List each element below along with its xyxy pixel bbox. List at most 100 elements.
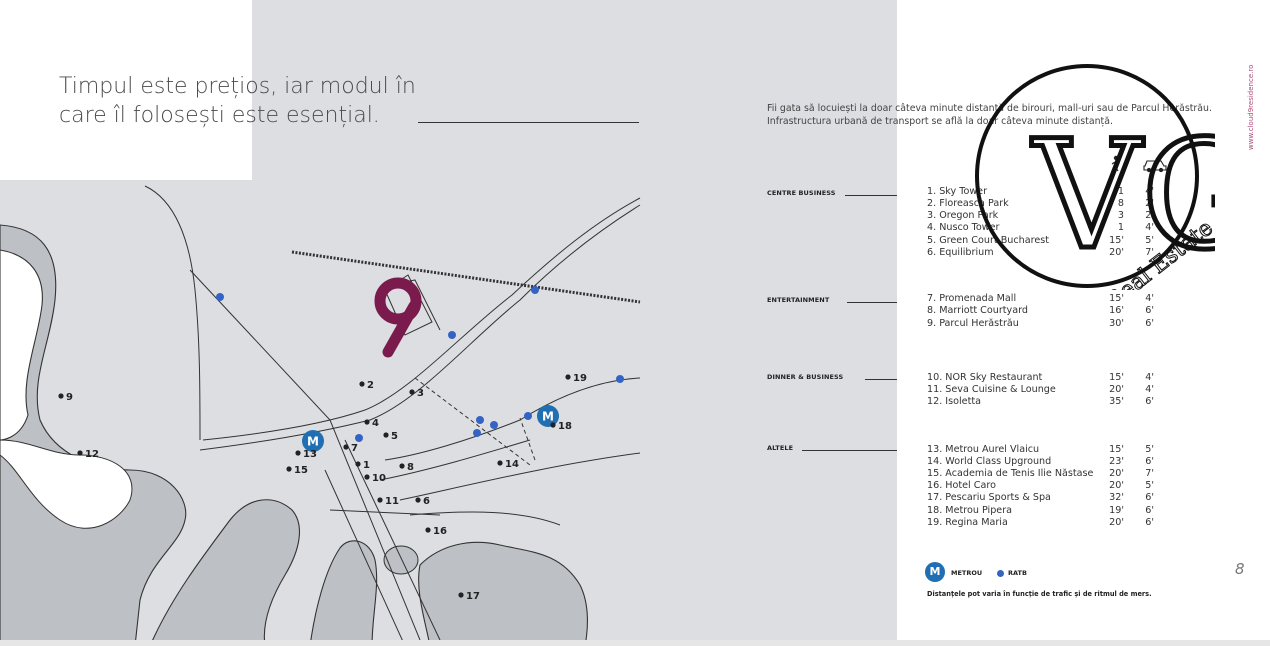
poi-drive-time: 5' bbox=[1145, 480, 1154, 491]
svg-text:19: 19 bbox=[573, 373, 587, 384]
ratb-stop bbox=[490, 421, 498, 429]
ratb-stop bbox=[616, 375, 624, 383]
poi-drive-time: 7' bbox=[1145, 247, 1154, 258]
poi-walk-time: 3 bbox=[1117, 210, 1124, 221]
lake-herastrau bbox=[0, 224, 187, 646]
poi-drive-time: 6' bbox=[1145, 305, 1154, 316]
park-island bbox=[0, 439, 133, 529]
poi-name: 11. Seva Cuisine & Lounge bbox=[927, 384, 1056, 395]
poi-drive-time: 6' bbox=[1145, 456, 1154, 467]
poi-name: 17. Pescariu Sports & Spa bbox=[927, 492, 1051, 503]
pedestrian-icon bbox=[1111, 155, 1120, 172]
lake-floreasca bbox=[149, 499, 588, 646]
ratb-stop bbox=[355, 434, 363, 442]
poi-marker: 3 bbox=[409, 388, 424, 399]
svg-text:18: 18 bbox=[558, 421, 572, 432]
area-map: M M 1 2 3 4 5 6 7 8 9 10 11 12 13 14 15 … bbox=[0, 0, 897, 646]
website-url: www.cloud9residence.ro bbox=[1247, 64, 1255, 150]
poi-drive-time: 4' bbox=[1145, 222, 1154, 233]
poi-walk-time: 23' bbox=[1109, 456, 1124, 467]
poi-walk-time: 20' bbox=[1109, 384, 1124, 395]
metro-station-pipera: M bbox=[537, 405, 559, 427]
poi-walk-time: 1 bbox=[1117, 222, 1124, 233]
poi-name: 18. Metrou Pipera bbox=[927, 505, 1013, 516]
svg-text:8: 8 bbox=[407, 462, 414, 473]
poi-walk-time: 20' bbox=[1109, 247, 1124, 258]
poi-walk-time: 16' bbox=[1109, 305, 1124, 316]
svg-text:1: 1 bbox=[363, 460, 370, 471]
ratb-stop bbox=[216, 293, 224, 301]
poi-drive-time: 4' bbox=[1145, 384, 1154, 395]
poi-marker: 1 bbox=[355, 460, 370, 471]
ratb-stop bbox=[473, 429, 481, 437]
poi-drive-time: 4' bbox=[1145, 293, 1154, 304]
page-number: 8 bbox=[1235, 560, 1245, 578]
poi-name: 7. Promenada Mall bbox=[927, 293, 1017, 304]
svg-text:13: 13 bbox=[303, 449, 317, 460]
poi-walk-time: 35' bbox=[1109, 396, 1124, 407]
svg-text:12: 12 bbox=[85, 449, 99, 460]
poi-walk-time: 32' bbox=[1109, 492, 1124, 503]
poi-name: 12. Isoletta bbox=[927, 396, 981, 407]
poi-name: 4. Nusco Tower bbox=[927, 222, 1000, 233]
poi-name: 5. Green Court Bucharest bbox=[927, 235, 1050, 246]
svg-text:16: 16 bbox=[433, 526, 447, 537]
poi-walk-time: 30' bbox=[1109, 318, 1124, 329]
poi-name: 15. Academia de Tenis Ilie Năstase bbox=[927, 468, 1094, 479]
svg-text:10: 10 bbox=[372, 473, 386, 484]
poi-walk-time: 15' bbox=[1109, 372, 1124, 383]
category-other: ALTELE bbox=[767, 444, 794, 452]
poi-marker: 11 bbox=[377, 496, 399, 507]
poi-name: 14. World Class Upground bbox=[927, 456, 1052, 467]
poi-name: 2. Floreasca Park bbox=[927, 198, 1009, 209]
poi-walk-time: 20' bbox=[1109, 468, 1124, 479]
headline-underline bbox=[418, 122, 639, 123]
svg-text:4: 4 bbox=[372, 418, 379, 429]
poi-name: 6. Equilibrium bbox=[927, 247, 994, 258]
poi-marker: 6 bbox=[415, 496, 430, 507]
legend-ratb-label: RATB bbox=[1008, 569, 1027, 577]
poi-drive-time: 6' bbox=[1145, 318, 1154, 329]
poi-marker: 10 bbox=[364, 473, 386, 484]
category-entertainment: ENTERTAINMENT bbox=[767, 296, 830, 304]
poi-marker: 18 bbox=[550, 421, 572, 432]
metro-station-aurel-vlaicu: M bbox=[302, 430, 324, 452]
poi-drive-time: 2' bbox=[1145, 210, 1154, 221]
dashed-path bbox=[414, 377, 531, 466]
poi-drive-time: 5' bbox=[1145, 444, 1154, 455]
legend-metro-label: METROU bbox=[951, 569, 983, 577]
poi-marker: 13 bbox=[295, 449, 317, 460]
poi-drive-time: 5' bbox=[1145, 235, 1154, 246]
poi-marker: 15 bbox=[286, 465, 308, 476]
page-headline: Timpul este prețios, iar modul în care î… bbox=[59, 74, 416, 128]
category-divider bbox=[847, 302, 897, 303]
poi-drive-time: 6' bbox=[1145, 396, 1154, 407]
poi-name: 13. Metrou Aurel Vlaicu bbox=[927, 444, 1040, 455]
railway bbox=[291, 250, 641, 304]
svg-text:15: 15 bbox=[294, 465, 308, 476]
poi-drive-time: 2' bbox=[1145, 198, 1154, 209]
svg-text:9: 9 bbox=[66, 392, 73, 403]
poi-markers: 1 2 3 4 5 6 7 8 9 10 11 12 13 14 15 16 1… bbox=[58, 373, 587, 602]
category-business: CENTRE BUSINESS bbox=[767, 189, 836, 197]
poi-name: 19. Regina Maria bbox=[927, 517, 1008, 528]
poi-marker: 17 bbox=[458, 591, 480, 602]
svg-text:14: 14 bbox=[505, 459, 519, 470]
svg-text:3: 3 bbox=[417, 388, 424, 399]
svg-text:11: 11 bbox=[385, 496, 399, 507]
category-dinner: DINNER & BUSINESS bbox=[767, 373, 844, 381]
svg-text:2: 2 bbox=[367, 380, 374, 391]
poi-walk-time: 15' bbox=[1109, 293, 1124, 304]
ratb-stop bbox=[524, 412, 532, 420]
category-divider bbox=[865, 379, 897, 380]
poi-marker: 16 bbox=[425, 526, 447, 537]
poi-drive-time: 7' bbox=[1145, 468, 1154, 479]
metro-symbol: M bbox=[307, 435, 319, 449]
category-divider bbox=[845, 195, 897, 196]
poi-drive-time: 6' bbox=[1145, 505, 1154, 516]
poi-marker: 4 bbox=[364, 418, 379, 429]
poi-name: 8. Marriott Courtyard bbox=[927, 305, 1028, 316]
watermark-letters: VG bbox=[1031, 109, 1215, 283]
poi-name: 9. Parcul Herăstrău bbox=[927, 318, 1019, 329]
svg-text:6: 6 bbox=[423, 496, 430, 507]
